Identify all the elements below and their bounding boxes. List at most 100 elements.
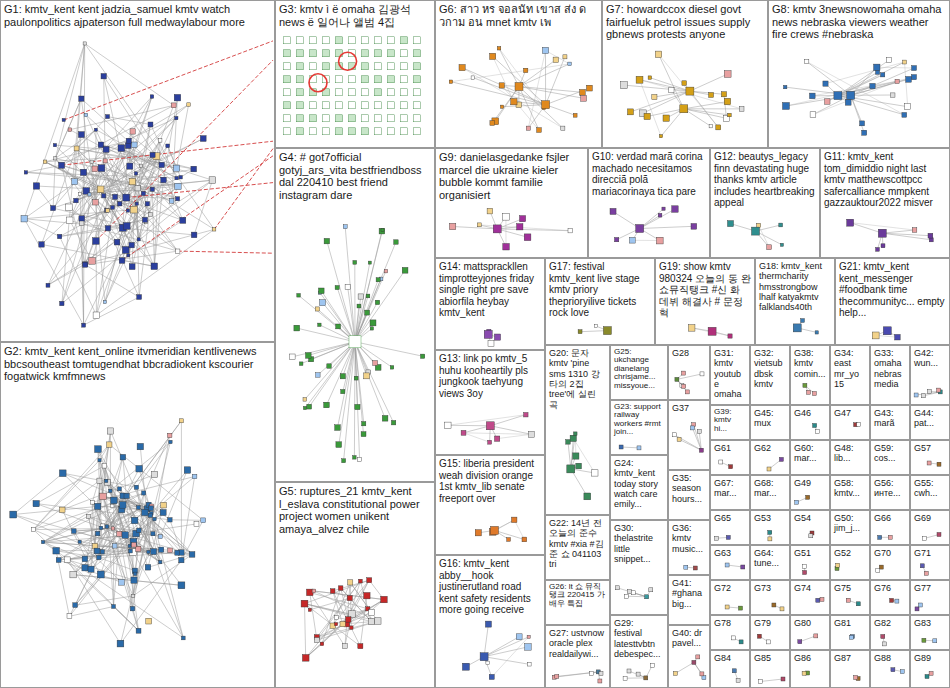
- vertex-marker: [82, 323, 86, 327]
- vertex-marker: [493, 225, 501, 233]
- group-panel: G39: kmtv hi...: [710, 405, 750, 440]
- graph-link: [882, 233, 931, 240]
- graph-link: [557, 672, 598, 677]
- vertex-marker: [631, 591, 635, 595]
- vertex-marker: [752, 227, 760, 235]
- vertex-marker: [130, 206, 137, 213]
- group-panel: G12: beautys_legacy finn devastating hug…: [710, 148, 820, 258]
- group-label: G87: [831, 651, 869, 665]
- group-panel: G70: [870, 545, 910, 580]
- vertex-marker: [132, 142, 138, 148]
- vertex-marker: [151, 263, 158, 270]
- vertex-marker: [336, 89, 343, 96]
- group-panel: G32: vietsub dbsk kmtv: [750, 345, 790, 405]
- vertex-marker: [88, 566, 94, 572]
- vertex-marker: [284, 89, 291, 96]
- vertex-marker: [627, 590, 631, 594]
- graph-link: [74, 528, 113, 531]
- vertex-marker: [345, 284, 350, 289]
- vertex-marker: [375, 102, 382, 109]
- vertex-marker: [480, 653, 488, 661]
- graph-link: [625, 677, 646, 678]
- graph-link: [519, 64, 570, 87]
- vertex-marker: [320, 300, 326, 306]
- graph-link: [694, 662, 704, 677]
- group-panel: G40: dr pavel...: [668, 625, 710, 688]
- vertex-marker: [370, 327, 373, 330]
- graph-link: [24, 219, 59, 237]
- vertex-marker: [728, 113, 732, 117]
- graph-link: [813, 81, 897, 114]
- vertex-marker: [314, 638, 319, 643]
- vertex-marker: [503, 244, 509, 250]
- vertex-marker: [158, 535, 162, 539]
- vertex-marker: [388, 63, 395, 70]
- graph-link: [448, 425, 491, 427]
- vertex-marker: [319, 288, 325, 294]
- graph-link: [786, 77, 914, 106]
- vertex-marker: [336, 128, 343, 135]
- group-panel: G11: kmtv_kent tom_dimiddio night last k…: [820, 148, 950, 258]
- graph-link: [354, 262, 355, 342]
- vertex-marker: [937, 388, 941, 392]
- vertex-marker: [323, 128, 330, 135]
- group-label: G54: [791, 511, 829, 525]
- graph-link: [26, 172, 177, 178]
- vertex-marker: [78, 540, 81, 543]
- group-label: G18: kmtv_kent thermcharity hmsstrongbow…: [756, 259, 834, 315]
- group-panel: G29: festival latesttvbtn debespec...: [610, 615, 668, 688]
- group-panel: G48: lib...: [830, 440, 870, 475]
- vertex-marker: [401, 128, 408, 135]
- group-label: G21: kmtv_kent kent_messenger #foodbank …: [836, 259, 949, 321]
- vertex-marker: [491, 526, 499, 534]
- vertex-marker: [682, 81, 687, 86]
- graph-link: [490, 426, 531, 435]
- graph-link: [43, 506, 98, 542]
- vertex-marker: [125, 143, 131, 149]
- vertex-marker: [813, 424, 817, 428]
- graph-link: [113, 528, 160, 562]
- vertex-marker: [627, 669, 631, 673]
- vertex-marker: [888, 535, 892, 539]
- vertex-marker: [390, 366, 393, 369]
- group-panel: G88: [870, 650, 910, 688]
- group-panel: G81: [830, 615, 870, 650]
- graph-link: [333, 591, 361, 646]
- group-label: G42: wun...: [911, 346, 949, 371]
- vertex-marker: [130, 606, 134, 610]
- graph-link: [13, 473, 63, 514]
- vertex-marker: [137, 238, 140, 241]
- group-label: G84: [711, 651, 749, 665]
- vertex-marker: [923, 536, 927, 540]
- graph-link: [640, 80, 690, 91]
- group-label: G67: mar...: [711, 476, 749, 501]
- vertex-marker: [107, 442, 112, 447]
- graph-link: [499, 48, 519, 86]
- vertex-marker: [100, 550, 104, 554]
- vertex-marker: [297, 128, 304, 135]
- vertex-marker: [66, 217, 73, 224]
- vertex-marker: [123, 194, 130, 201]
- vertex-marker: [881, 635, 885, 639]
- group-panel: G51: [790, 545, 830, 580]
- vertex-marker: [284, 63, 291, 70]
- vertex-marker: [126, 209, 129, 212]
- vertex-marker: [179, 176, 182, 179]
- graph-link: [121, 560, 182, 643]
- group-label: G43: marã: [871, 406, 909, 431]
- graph-link: [351, 600, 384, 628]
- vertex-marker: [297, 102, 304, 109]
- vertex-marker: [174, 165, 180, 171]
- graph-link: [43, 542, 183, 638]
- graph-link: [45, 162, 100, 190]
- graph-link: [355, 230, 383, 342]
- graph-link: [321, 291, 355, 342]
- vertex-marker: [414, 63, 421, 70]
- vertex-marker: [388, 128, 395, 135]
- graph-link: [462, 68, 563, 129]
- vertex-marker: [566, 440, 571, 445]
- group-label: G36: kmtv music...: [669, 521, 709, 556]
- vertex-marker: [353, 261, 357, 265]
- vertex-marker: [98, 165, 105, 172]
- vertex-marker: [900, 670, 904, 674]
